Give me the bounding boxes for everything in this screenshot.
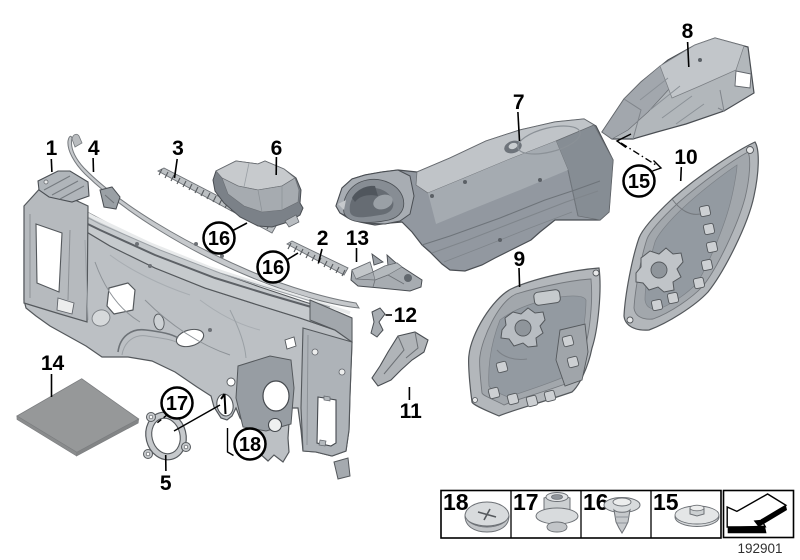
svg-text:11: 11 <box>400 400 423 423</box>
svg-text:15: 15 <box>653 489 679 515</box>
svg-text:192901: 192901 <box>737 541 782 556</box>
svg-text:12: 12 <box>394 304 417 327</box>
svg-text:6: 6 <box>271 137 283 160</box>
svg-text:7: 7 <box>513 91 525 114</box>
svg-text:1: 1 <box>46 137 58 160</box>
svg-text:5: 5 <box>160 472 172 495</box>
svg-text:8: 8 <box>682 20 694 43</box>
svg-text:16: 16 <box>583 489 609 515</box>
svg-text:13: 13 <box>346 227 369 250</box>
svg-text:17: 17 <box>513 489 539 515</box>
svg-text:14: 14 <box>41 352 65 375</box>
svg-text:18: 18 <box>239 434 261 456</box>
svg-text:16: 16 <box>208 228 230 250</box>
svg-text:2: 2 <box>317 227 329 250</box>
svg-text:17: 17 <box>166 393 188 415</box>
svg-text:16: 16 <box>262 257 284 279</box>
svg-text:4: 4 <box>88 137 100 160</box>
svg-text:10: 10 <box>674 146 697 169</box>
svg-text:9: 9 <box>514 248 526 271</box>
svg-text:15: 15 <box>628 171 650 193</box>
svg-text:18: 18 <box>443 489 469 515</box>
svg-text:3: 3 <box>172 137 184 160</box>
